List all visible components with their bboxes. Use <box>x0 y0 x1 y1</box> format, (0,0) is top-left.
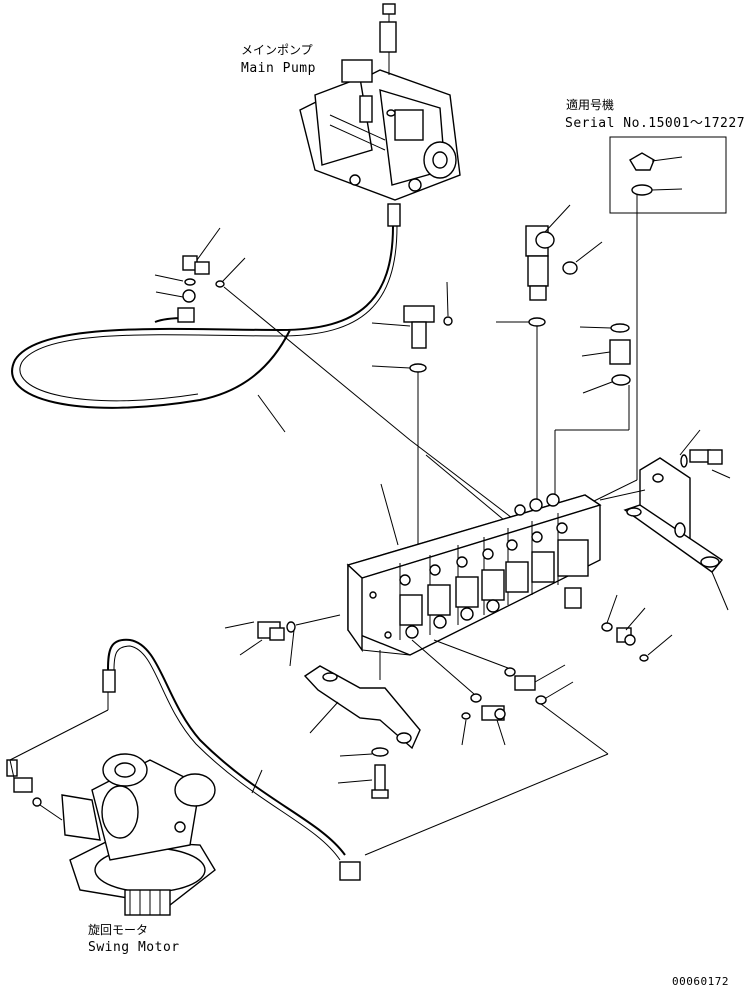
bracket-icon <box>599 457 729 611</box>
swing-motor-icon <box>61 753 216 916</box>
elbow-fitting-icon <box>154 227 286 433</box>
elbow-fitting-icon <box>6 759 63 821</box>
swing-motor-label-en: Swing Motor <box>88 940 180 955</box>
hose-icon <box>102 638 361 881</box>
drawing-number: 00060172 <box>672 975 729 988</box>
elbow-fitting-icon <box>525 204 603 301</box>
elbow-fitting-icon <box>371 281 453 560</box>
elbow-fitting-icon <box>224 614 341 667</box>
bolt-icon <box>679 429 731 479</box>
hose-icon <box>11 203 401 409</box>
main-pump-label-en: Main Pump <box>241 61 316 76</box>
main-pump-label-jp: メインポンプ <box>241 43 313 57</box>
swing-motor-label-jp: 旋回モータ <box>88 923 149 937</box>
control-valve-icon <box>346 493 602 656</box>
o-ring-icon <box>601 594 673 662</box>
main-pump-icon <box>299 3 461 201</box>
applicable-label-jp: 適用号機 <box>566 98 615 112</box>
serial-inset-box <box>609 136 727 218</box>
o-ring-icon <box>496 317 631 510</box>
bolt-icon <box>337 747 389 799</box>
bracket-icon <box>303 665 421 750</box>
serial-label: Serial No.15001～17227 <box>565 116 746 131</box>
elbow-fitting-icon <box>411 639 574 746</box>
